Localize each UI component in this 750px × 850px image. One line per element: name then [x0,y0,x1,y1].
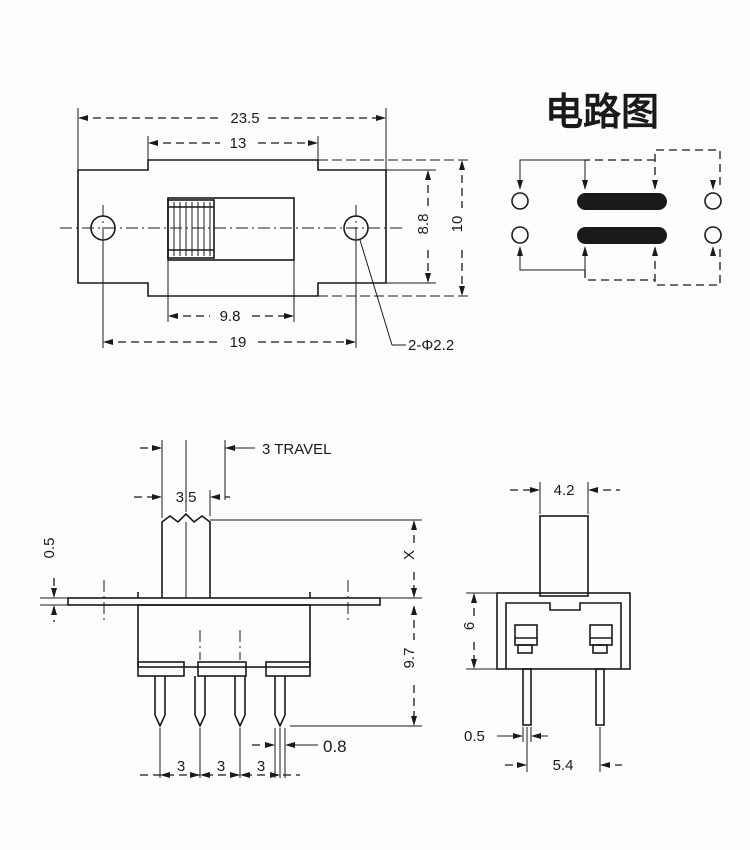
slider-knob [167,199,215,259]
terminal-left-bottom [511,226,529,244]
dim-slot-length: 13 [230,135,247,152]
top-view: 23.5 13 8.8 10 9.8 [60,108,472,354]
dim-body-height: 9.7 [401,648,418,669]
dim-hole-pitch: 19 [230,334,247,351]
dim-end-actuator-width: 4.2 [554,482,575,499]
end-view: 4.2 6 0.5 5.4 [461,482,631,774]
contact-bar-top [577,193,667,210]
terminal-right-top [704,192,722,210]
dim-slider-span: 9.8 [220,308,241,325]
end-view-body [496,592,631,670]
mounting-plate [67,597,381,606]
dim-pin-width: 0.8 [323,737,347,756]
dim-pin-pitch-3: 3 [257,758,265,775]
actuator [161,512,211,598]
dim-travel: 3 TRAVEL [262,441,331,458]
switch-body [137,604,311,668]
contact-bar-bottom [577,227,667,244]
dim-actuator-width: 3.5 [176,489,197,506]
dim-end-pin-thickness: 0.5 [464,728,485,745]
side-view: 3 TRAVEL 3.5 0.5 X 9.7 [40,440,422,778]
dim-pin-pitch-2: 3 [217,758,225,775]
terminal-right-bottom [704,226,722,244]
terminal-left-top [511,192,529,210]
end-view-pin-left [522,668,532,726]
dim-overall-length: 23.5 [230,110,259,127]
dim-end-pin-spacing: 5.4 [553,757,574,774]
dim-plate-thickness: 0.5 [41,538,58,559]
dim-inner-height: 8.8 [415,214,432,235]
circuit-title: 电路图 [545,90,659,134]
pins [154,676,286,728]
contact-left [514,624,538,646]
circuit-diagram: 电路图 [511,90,722,286]
contact-right [589,624,613,646]
dim-actuator-height: X [401,550,418,560]
dim-pin-pitch-1: 3 [177,758,185,775]
dim-outer-height: 10 [449,216,466,233]
dim-end-body-height: 6 [461,622,478,630]
end-view-pin-right [595,668,605,726]
dim-hole-callout: 2-Φ2.2 [408,337,454,354]
end-view-actuator [539,515,589,597]
